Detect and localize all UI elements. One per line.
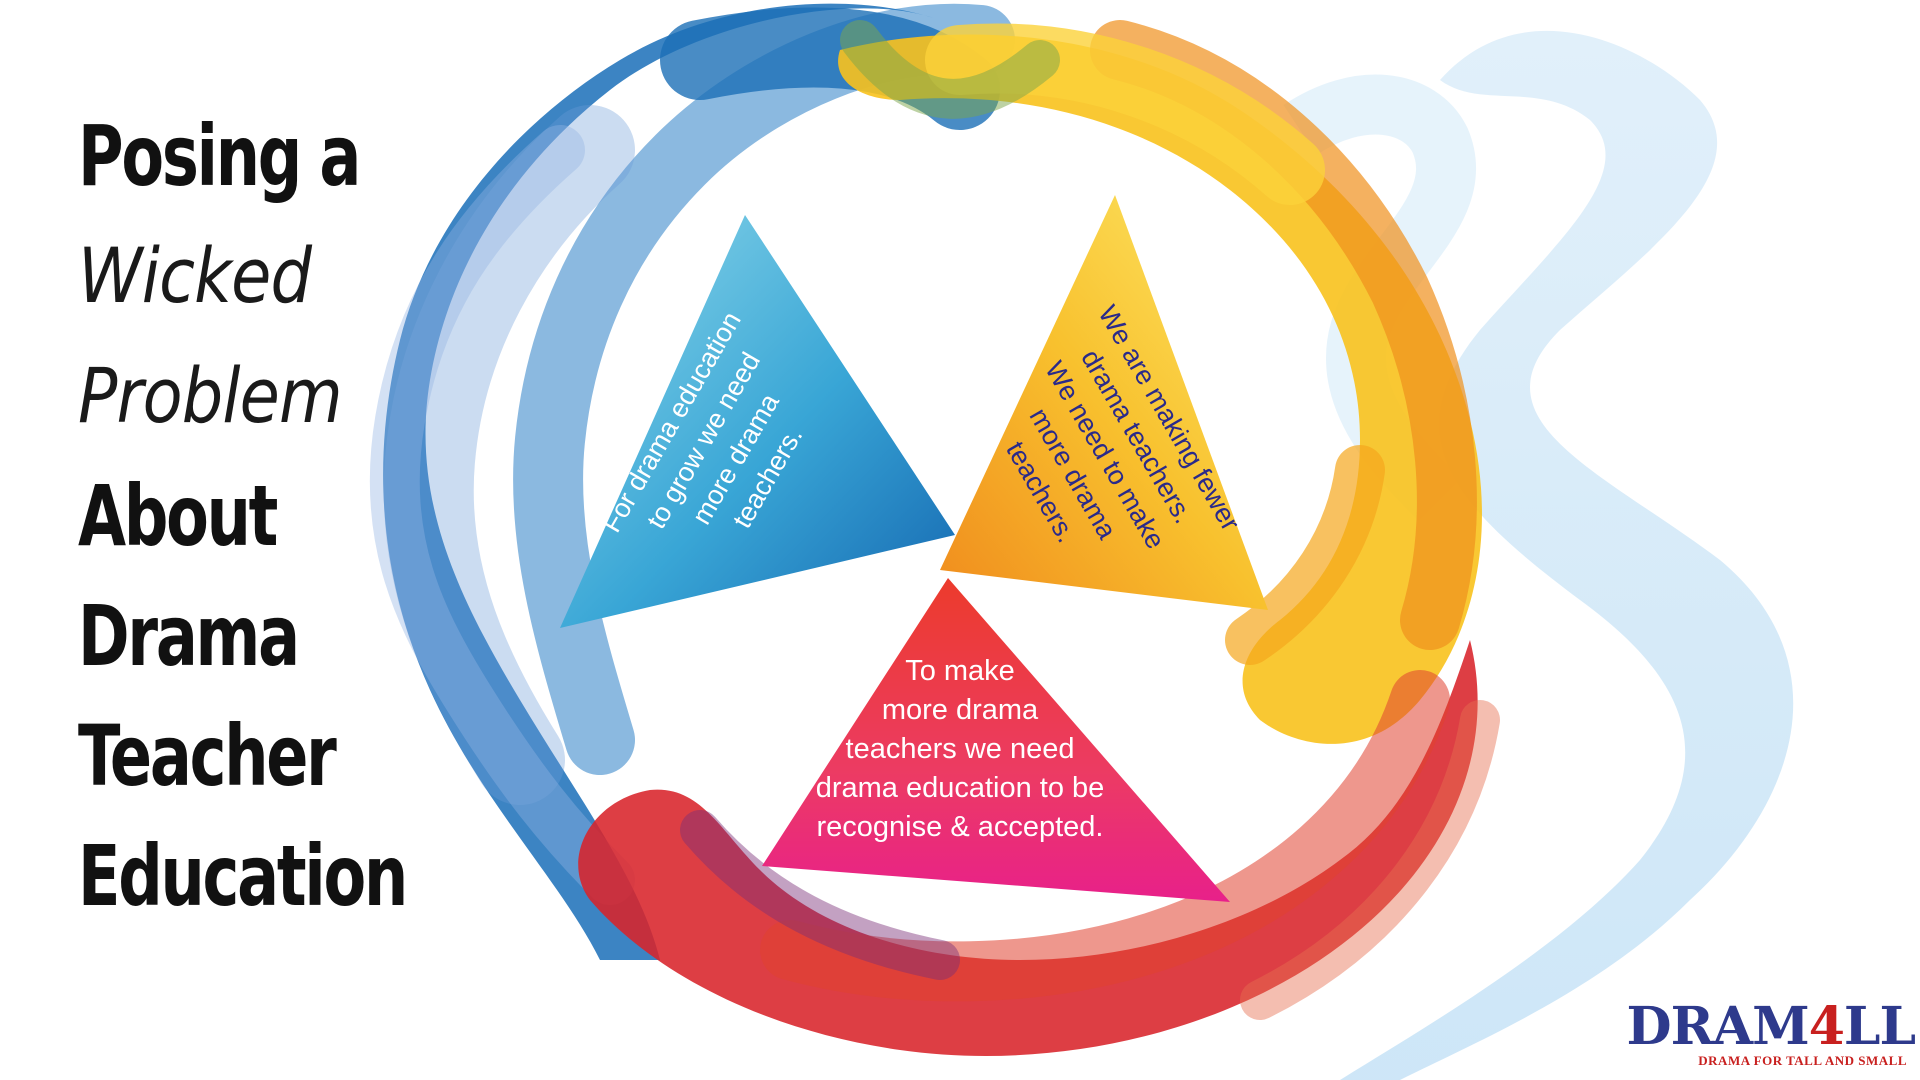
slide-title: Posing a Wicked Problem About Drama Teac…	[78, 96, 438, 936]
title-line-7: Education	[78, 827, 408, 925]
logo-wordmark-suffix: LL	[1843, 996, 1916, 1057]
bottom-triangle-text: To make more drama teachers we need dram…	[760, 652, 1160, 847]
title-line-1: Posing a	[78, 107, 361, 205]
left-triangle	[560, 215, 955, 628]
logo-tagline: DRAMA FOR TALL AND SMALL	[1698, 1053, 1907, 1068]
title-line-3: Problem	[78, 351, 343, 440]
dramall-logo: DRAM4LL DRAMA FOR TALL AND SMALL	[1625, 1000, 1916, 1068]
logo-wordmark-prefix: DRAM	[1626, 996, 1809, 1057]
bottom-triangle	[762, 578, 1230, 902]
bottom-text-line: teachers we need	[845, 733, 1075, 765]
bottom-text-line: drama education to be	[815, 772, 1105, 804]
title-line-4: About	[78, 467, 278, 565]
title-line-5: Drama	[78, 587, 300, 685]
logo-wordmark-accent: 4	[1808, 996, 1845, 1057]
blue-swirl	[383, 3, 940, 960]
title-line-2: Wicked	[78, 231, 312, 320]
bottom-text-line: more drama	[881, 694, 1039, 726]
bottom-text-line: recognise & accepted.	[816, 811, 1104, 843]
bottom-text-line: To make	[905, 655, 1015, 687]
title-line-6: Teacher	[78, 707, 337, 805]
background-ribbon	[1340, 30, 1794, 1080]
right-triangle	[940, 195, 1268, 610]
logo-wordmark: DRAM4LL	[1625, 1000, 1916, 1054]
